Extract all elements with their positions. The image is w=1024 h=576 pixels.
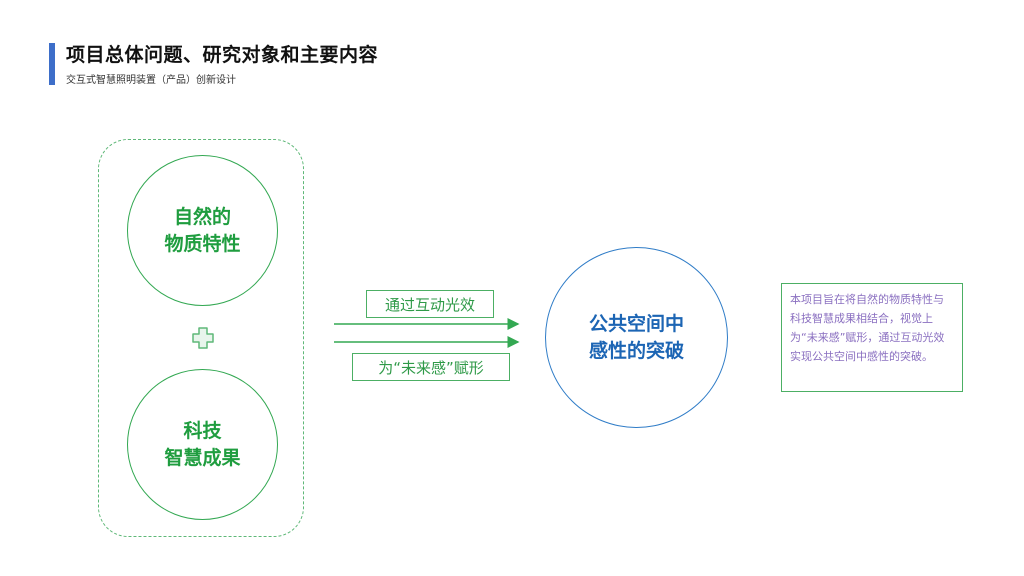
project-description-box: 本项目旨在将自然的物质特性与科技智慧成果相结合，视觉上为“未来感”赋形，通过互动… <box>781 283 963 392</box>
public-space-breakthrough-circle: 公共空间中 感性的突破 <box>545 247 728 428</box>
breakthrough-line2: 感性的突破 <box>588 339 684 362</box>
page-subtitle: 交互式智慧照明装置（产品）创新设计 <box>66 75 236 86</box>
natural-properties-circle: 自然的 物质特性 <box>127 155 278 306</box>
natural-properties-line1: 自然的 <box>173 205 231 228</box>
tech-achievements-circle: 科技 智慧成果 <box>127 369 278 520</box>
arrows-graphic <box>334 318 520 348</box>
tech-achievements-line1: 科技 <box>183 419 222 442</box>
plus-icon <box>191 326 215 350</box>
future-sense-label: 为“未来感”赋形 <box>352 353 510 381</box>
input-group-dashed-box <box>98 139 304 537</box>
interactive-light-label: 通过互动光效 <box>366 290 494 318</box>
natural-properties-line2: 物质特性 <box>164 232 241 255</box>
breakthrough-line1: 公共空间中 <box>588 312 684 335</box>
page-title: 项目总体问题、研究对象和主要内容 <box>66 44 379 66</box>
tech-achievements-line2: 智慧成果 <box>164 446 241 469</box>
title-accent-bar <box>49 43 55 85</box>
